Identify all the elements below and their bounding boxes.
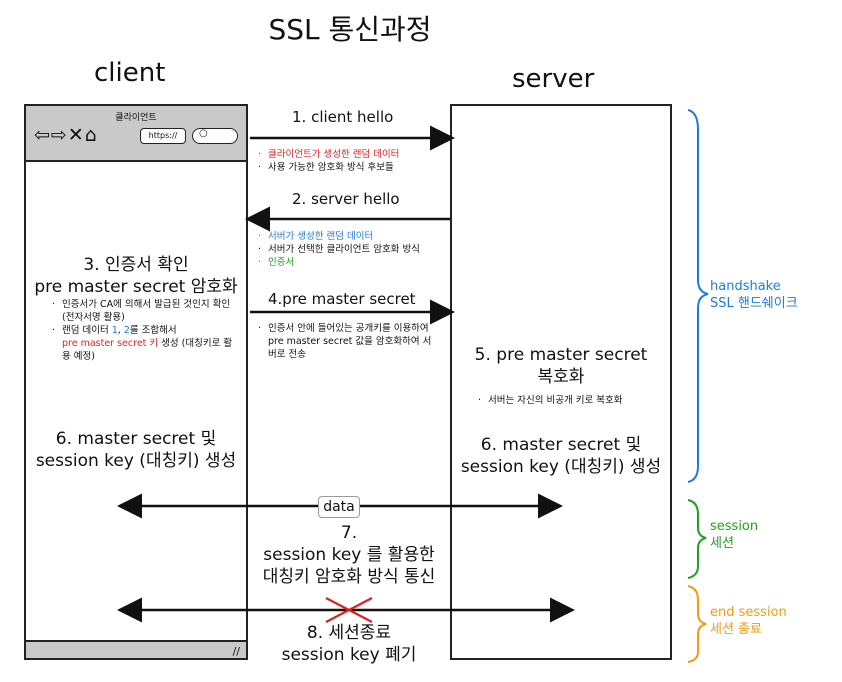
client-label: client — [94, 58, 166, 88]
step-client-key-generation: 6. master secret 및 session key (대칭키) 생성 — [24, 428, 248, 472]
step3-note-1: 인증서가 CA에 의해서 발급된 것인지 확인 (전자서명 활용) — [50, 298, 240, 324]
step6-server-line1: 6. master secret 및 — [480, 435, 642, 455]
step-client-hello-label: 1. client hello — [292, 108, 394, 126]
server-hello-note-1: 서버가 생성한 랜덤 데이터 — [256, 230, 448, 243]
step-pre-master-secret-label: 4.pre master secret — [268, 290, 416, 308]
server-hello-note-2: 서버가 선택한 클라이언트 암호화 방식 — [256, 243, 448, 256]
close-icon[interactable]: ✕ — [67, 124, 85, 146]
client-hello-note-2: 사용 가능한 암호화 방식 후보들 — [256, 161, 446, 174]
step6-client-line1: 6. master secret 및 — [55, 429, 217, 449]
phase-session-label: session 세션 — [710, 519, 759, 551]
search-bar[interactable]: ○ — [192, 128, 238, 144]
session-brace — [687, 499, 707, 579]
step7-line2: session key 를 활용한 — [263, 545, 435, 565]
back-arrow-icon[interactable]: ⇦ — [34, 124, 51, 146]
session-end-cross-icon — [325, 597, 373, 623]
handshake-brace — [687, 109, 709, 483]
server-hello-note-3: 인증서 — [256, 256, 448, 269]
step3-notes: 인증서가 CA에 의해서 발급된 것인지 확인 (전자서명 활용) 랜덤 데이터… — [50, 298, 240, 363]
step4-notes: 인증서 안에 들어있는 공개키를 이용하여 pre master secret … — [256, 322, 440, 361]
step-symmetric-communication: 7. session key 를 활용한 대칭키 암호화 방식 통신 — [248, 522, 450, 588]
browser-window-label: 클라이언트 — [115, 113, 157, 123]
step5-line2: 복호화 — [537, 367, 585, 387]
browser-status-bar: // — [26, 640, 246, 658]
step3-line2: pre master secret 암호화 — [34, 277, 238, 297]
phase-handshake-label: handshake SSL 핸드쉐이크 — [710, 279, 798, 311]
step8-line2: session key 폐기 — [281, 645, 417, 665]
step3-line1: 3. 인증서 확인 — [83, 255, 189, 275]
server-label: server — [512, 64, 595, 94]
step7-line3: 대칭키 암호화 방식 통신 — [262, 567, 436, 587]
diagram-title: SSL 통신과정 — [268, 13, 432, 46]
step6-server-line2: session key (대칭키) 생성 — [460, 457, 662, 477]
step6-client-line2: session key (대칭키) 생성 — [35, 451, 237, 471]
data-label: data — [318, 496, 360, 518]
step5-notes: 서버는 자신의 비공개 키로 복호화 — [476, 394, 666, 407]
step5-line1: 5. pre master secret — [474, 345, 648, 365]
resize-grip-icon[interactable]: // — [232, 645, 240, 658]
step4-note: 인증서 안에 들어있는 공개키를 이용하여 pre master secret … — [256, 322, 440, 361]
client-hello-notes: 클라이언트가 생성한 랜덤 데이터 사용 가능한 암호화 방식 후보들 — [256, 148, 446, 174]
step-decrypt: 5. pre master secret 복호화 — [450, 344, 672, 388]
end-session-brace — [687, 585, 707, 663]
browser-nav-icons: ⇦⇨✕⌂ — [34, 124, 98, 146]
search-icon: ○ — [199, 128, 208, 139]
server-hello-notes: 서버가 생성한 랜덤 데이터 서버가 선택한 클라이언트 암호화 방식 인증서 — [256, 230, 448, 269]
step7-line1: 7. — [340, 523, 358, 543]
home-icon[interactable]: ⌂ — [84, 124, 98, 146]
url-bar[interactable]: https:// — [140, 128, 186, 144]
step-server-hello-label: 2. server hello — [292, 190, 400, 208]
client-hello-note-1: 클라이언트가 생성한 랜덤 데이터 — [256, 148, 446, 161]
server-box — [450, 104, 672, 660]
step-server-key-generation: 6. master secret 및 session key (대칭키) 생성 — [450, 434, 672, 478]
phase-end-session-label: end session 세션 종료 — [710, 605, 787, 637]
step5-note: 서버는 자신의 비공개 키로 복호화 — [476, 394, 666, 407]
step-session-end: 8. 세션종료 session key 폐기 — [248, 622, 450, 666]
browser-toolbar: 클라이언트 ⇦⇨✕⌂ https:// ○ — [26, 106, 246, 162]
forward-arrow-icon[interactable]: ⇨ — [50, 124, 68, 146]
step-certificate-check: 3. 인증서 확인 pre master secret 암호화 — [24, 254, 248, 298]
client-browser-window: 클라이언트 ⇦⇨✕⌂ https:// ○ // — [24, 104, 248, 660]
step8-line1: 8. 세션종료 — [306, 623, 392, 643]
